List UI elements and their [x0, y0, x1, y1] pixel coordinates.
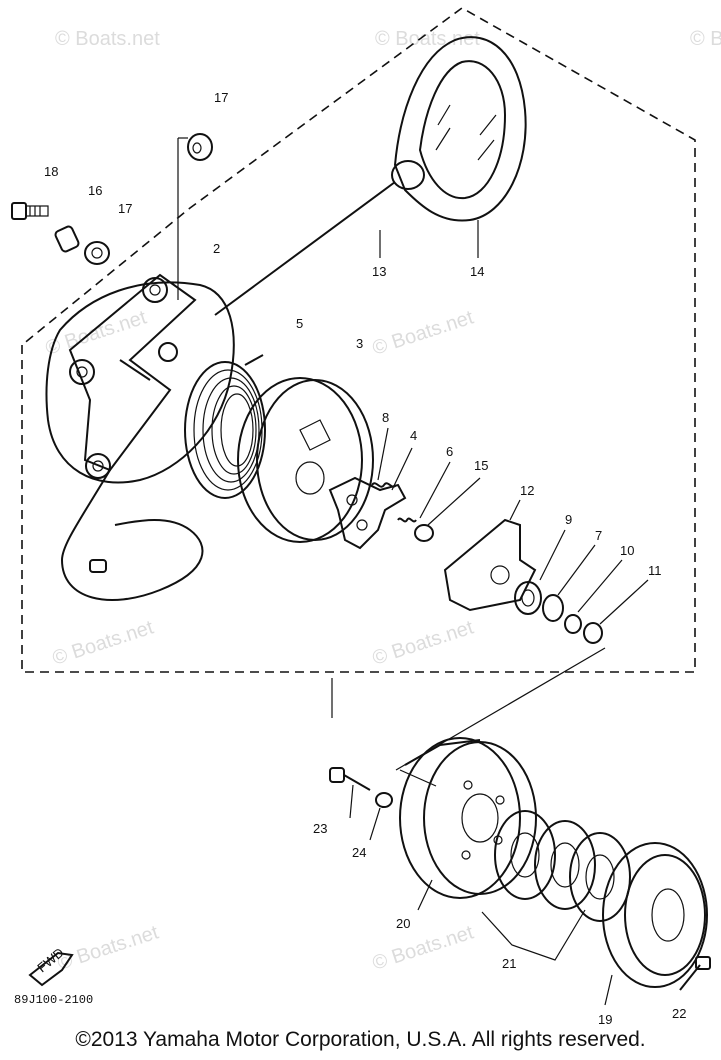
starter-handle-14 — [391, 36, 527, 222]
watermark: © Boats.net — [375, 28, 480, 50]
plate-21 — [494, 810, 631, 922]
watermark: © Boats.net — [370, 306, 477, 359]
friction-plate-12 — [443, 518, 537, 612]
flywheel-plate-19 — [602, 842, 708, 988]
washer-7 — [542, 594, 564, 622]
starter-rope-13 — [214, 181, 396, 316]
callout-16: 16 — [88, 183, 102, 198]
callout-12: 12 — [520, 483, 534, 498]
callout-5: 5 — [296, 316, 303, 331]
watermarks: © Boats.net © Boats.net © Boats.net © Bo… — [43, 28, 721, 975]
callout-9: 9 — [565, 512, 572, 527]
callout-2: 2 — [213, 241, 220, 256]
watermark: © Boats.net — [690, 28, 721, 50]
watermark: © Boats.net — [370, 921, 477, 974]
callout-13: 13 — [372, 264, 386, 279]
callout-21: 21 — [502, 956, 516, 971]
collar-16 — [54, 225, 80, 253]
watermark: © Boats.net — [370, 616, 477, 669]
bolt-18 — [11, 202, 49, 220]
callout-11: 11 — [648, 563, 662, 578]
leader-line — [604, 974, 613, 1006]
copyright-notice: ©2013 Yamaha Motor Corporation, U.S.A. A… — [75, 1028, 646, 1051]
leader-line — [481, 909, 586, 961]
callout-10: 10 — [620, 543, 634, 558]
washer-17-upper — [187, 133, 213, 161]
starter-case-2 — [45, 273, 235, 484]
callout-19: 19 — [598, 1012, 612, 1027]
washer-9 — [514, 581, 542, 615]
callout-22: 22 — [672, 1006, 686, 1021]
leader-line — [599, 579, 649, 625]
callout-14: 14 — [470, 264, 484, 279]
leader-line — [391, 447, 413, 491]
starter-pulley-20 — [399, 737, 537, 899]
watermark: © Boats.net — [55, 921, 162, 974]
washer-15 — [414, 524, 434, 542]
leader-line — [369, 807, 381, 841]
diagram-code: 89J100-2100 — [14, 993, 93, 1007]
leader-line — [509, 499, 521, 521]
leader-line — [577, 559, 623, 613]
leader-line — [557, 544, 596, 596]
callout-4: 4 — [410, 428, 417, 443]
callout-7: 7 — [595, 528, 602, 543]
callout-18: 18 — [44, 164, 58, 179]
leader-line — [417, 879, 433, 911]
sheave-drum-3 — [237, 377, 374, 543]
assembly-boundary — [21, 7, 696, 673]
callout-20: 20 — [396, 916, 410, 931]
bolt-23 — [329, 767, 371, 791]
watermark: © Boats.net — [55, 28, 160, 50]
washer-10 — [564, 614, 582, 634]
watermark: © Boats.net — [50, 616, 157, 669]
callout-17: 17 — [118, 201, 132, 216]
callout-15: 15 — [474, 458, 488, 473]
leader-line — [427, 477, 481, 526]
spiral-spring-5 — [184, 354, 266, 499]
callout-23: 23 — [313, 821, 327, 836]
drive-pawl-4 — [328, 476, 407, 550]
nut-11 — [583, 622, 603, 644]
callout-3: 3 — [356, 336, 363, 351]
screw-22 — [679, 956, 711, 991]
spring-6 — [397, 517, 417, 523]
wire-loop — [60, 469, 204, 601]
leader-line — [377, 427, 389, 481]
callout-8: 8 — [382, 410, 389, 425]
callout-17: 17 — [214, 90, 228, 105]
wire-clip — [89, 559, 107, 573]
callouts: 17 18 16 17 2 13 14 5 3 8 4 6 15 12 9 7 … — [44, 90, 686, 1027]
nut-24 — [375, 792, 393, 808]
callout-24: 24 — [352, 845, 366, 860]
callout-6: 6 — [446, 444, 453, 459]
washer-17-lower — [84, 241, 110, 265]
leader-line — [349, 784, 354, 819]
leader-line — [539, 529, 566, 581]
leader-line — [419, 461, 451, 519]
pawl-spring-8 — [371, 482, 397, 488]
